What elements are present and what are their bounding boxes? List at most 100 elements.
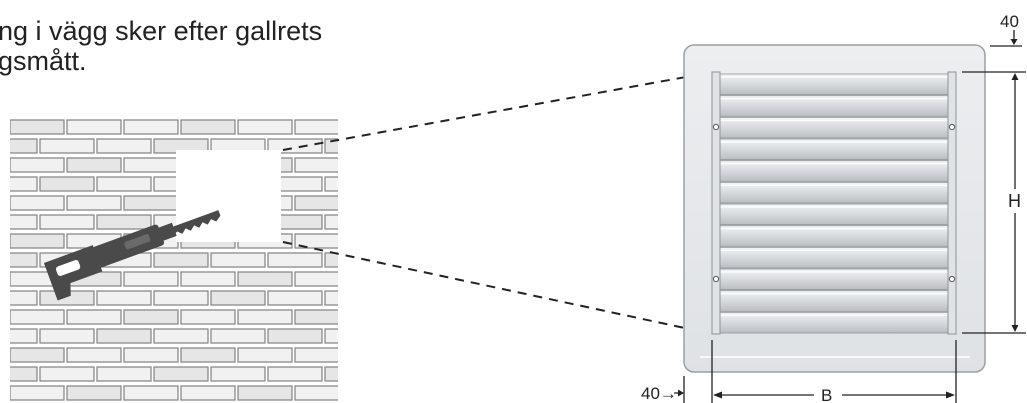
brick	[180, 119, 236, 135]
brick	[294, 309, 338, 325]
brick	[153, 328, 209, 344]
brick	[66, 195, 122, 211]
projection-lines	[282, 72, 709, 334]
brick	[210, 290, 266, 306]
brick	[96, 366, 152, 382]
brick	[123, 385, 179, 401]
screw-icon	[948, 275, 956, 283]
brick	[10, 252, 38, 268]
caption-line-2: gsmått.	[0, 46, 87, 76]
brick	[237, 119, 293, 135]
brick	[39, 214, 95, 230]
brick	[123, 347, 179, 363]
brick	[10, 138, 38, 154]
brick	[10, 119, 65, 135]
brick	[324, 366, 338, 382]
brick	[267, 328, 323, 344]
brick	[66, 157, 122, 173]
brick	[123, 271, 179, 287]
brick	[294, 195, 338, 211]
dimension-top-margin	[990, 30, 1022, 47]
grille-louvers	[717, 73, 951, 334]
grille-rail-right	[947, 71, 957, 335]
brick	[10, 366, 38, 382]
brick	[39, 138, 95, 154]
brick	[267, 290, 323, 306]
brick	[123, 119, 179, 135]
brick	[66, 119, 122, 135]
brick	[10, 214, 38, 230]
dimension-left-margin	[674, 376, 685, 403]
brick	[267, 366, 323, 382]
brick	[66, 309, 122, 325]
brick	[39, 366, 95, 382]
brick	[10, 157, 65, 173]
brick	[153, 366, 209, 382]
brick	[237, 309, 293, 325]
brick	[96, 214, 152, 230]
brick	[39, 176, 95, 192]
brick	[10, 347, 65, 363]
brick	[324, 328, 338, 344]
brick	[210, 252, 266, 268]
grille-rail-left	[711, 71, 721, 335]
brick	[10, 328, 38, 344]
brick	[123, 157, 179, 173]
dimension-left-margin-label: 40→	[641, 384, 677, 403]
brick	[96, 328, 152, 344]
brick	[10, 290, 38, 306]
dimension-height	[962, 71, 1026, 334]
brick	[294, 233, 338, 249]
saw-icon	[43, 210, 221, 301]
projection-line-top	[282, 72, 709, 151]
brick	[267, 138, 323, 154]
brick	[96, 138, 152, 154]
dimension-width-label: B	[821, 386, 832, 403]
brick	[123, 309, 179, 325]
wall-opening	[176, 150, 281, 242]
caption-line-1: ng i vägg sker efter gallrets	[0, 16, 323, 46]
brick	[10, 233, 65, 249]
brick	[210, 366, 266, 382]
brick	[294, 119, 338, 135]
brick	[180, 309, 236, 325]
ventilation-grille	[683, 44, 986, 373]
projection-line-bottom	[282, 241, 709, 334]
brick	[123, 195, 179, 211]
brick	[153, 290, 209, 306]
brick	[237, 385, 293, 401]
brick	[237, 271, 293, 287]
dimension-height-label: H	[1008, 191, 1021, 211]
brick	[180, 347, 236, 363]
dimension-width	[711, 340, 957, 403]
screw-icon	[712, 123, 720, 131]
instruction-caption: ng i vägg sker efter gallrets gsmått.	[0, 16, 418, 76]
brick	[294, 347, 338, 363]
brick	[39, 328, 95, 344]
brick	[10, 195, 65, 211]
brick	[294, 157, 338, 173]
brick	[324, 176, 338, 192]
brick	[66, 347, 122, 363]
brick	[96, 176, 152, 192]
brick	[66, 385, 122, 401]
brick	[153, 252, 209, 268]
brick	[210, 328, 266, 344]
brick	[180, 385, 236, 401]
screw-icon	[948, 123, 956, 131]
dimension-top-margin-label: 40	[1000, 12, 1019, 31]
brick	[267, 252, 323, 268]
brick	[237, 347, 293, 363]
brick	[10, 176, 38, 192]
brick	[10, 309, 65, 325]
brick	[324, 138, 338, 154]
screw-icon	[712, 275, 720, 283]
brick	[324, 252, 338, 268]
brick	[180, 271, 236, 287]
brick	[324, 290, 338, 306]
brick	[294, 385, 338, 401]
brick	[324, 214, 338, 230]
brick	[96, 290, 152, 306]
brick	[294, 271, 338, 287]
